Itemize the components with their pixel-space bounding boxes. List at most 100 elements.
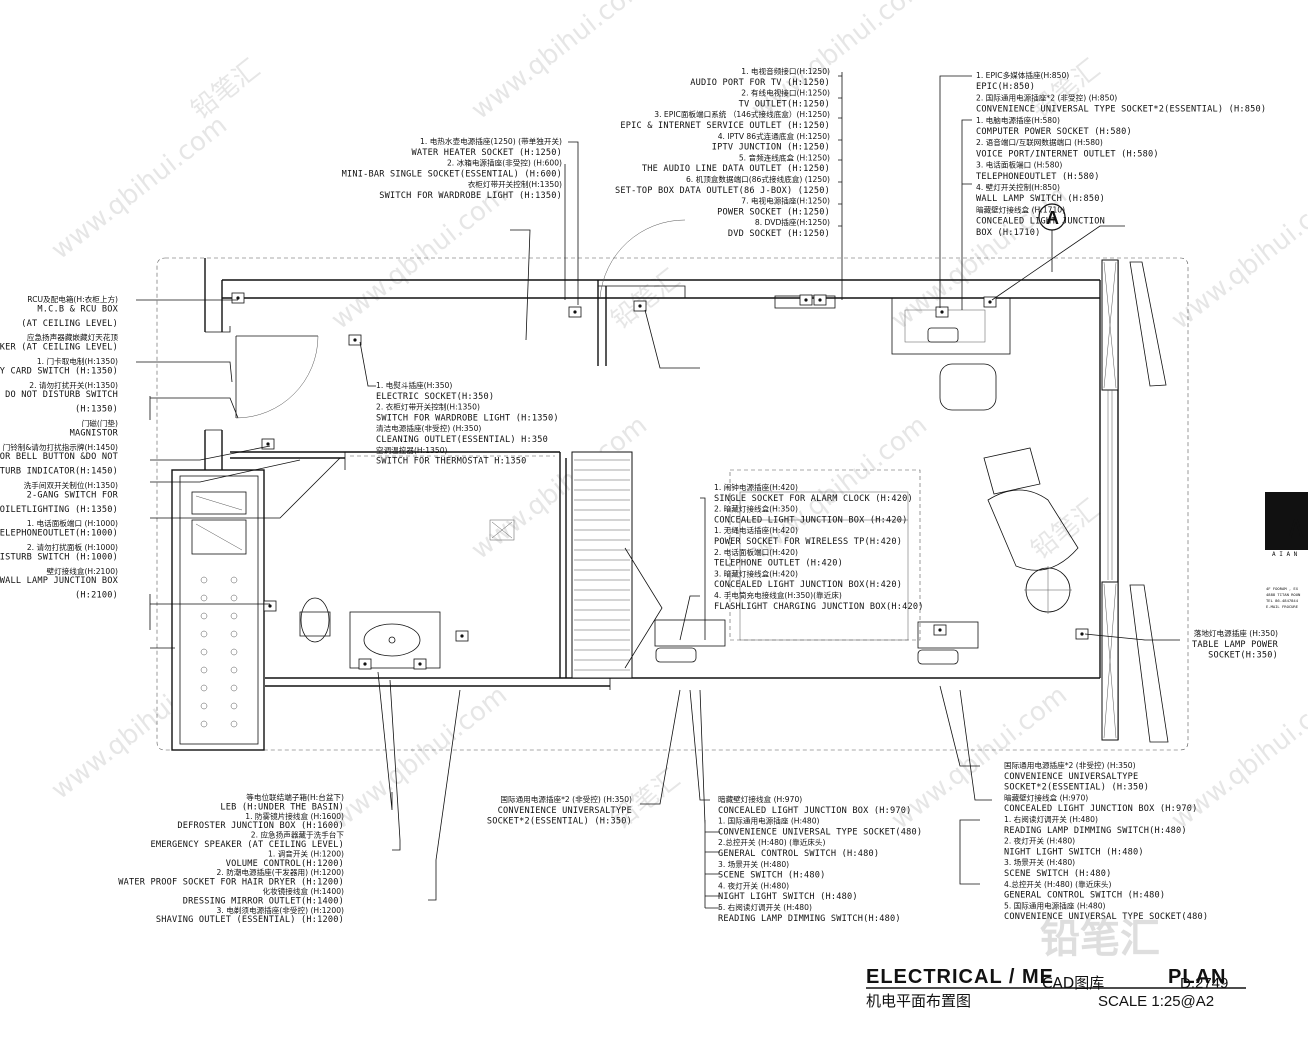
labels-bottom-right-en-1: SOCKET*2(ESSENTIAL) (H:350) bbox=[1004, 783, 1149, 793]
labels-left-en-9: 2-GANG SWITCH FOR bbox=[27, 490, 119, 500]
labels-top-group: 1. 电视音频接口(H:1250)AUDIO PORT FOR TV (H:12… bbox=[615, 66, 830, 239]
labels-bottom-left-en-3: VOLUME CONTROL(H:1200) bbox=[226, 859, 344, 869]
labels-left-cn-7: 门铃制&请勿打扰指示牌(H:1450) bbox=[3, 442, 118, 452]
bedside-panel-right bbox=[917, 649, 959, 665]
labels-left-cn-4: 2. 请勿打扰开关(H:1350) bbox=[29, 380, 118, 390]
tile-marker bbox=[230, 630, 238, 638]
labels-top-right-cn-0: 1. EPIC多媒体插座(H:850) bbox=[976, 70, 1069, 80]
labels-top-mid-en-2: SWITCH FOR WARDROBE LIGHT (H:1350) bbox=[379, 191, 562, 201]
outlet-dot bbox=[460, 634, 464, 638]
labels-bottom-mid-cn-1: 1. 国际通用电源插座 (H:480) bbox=[718, 816, 820, 826]
labels-bottom-mid-cn-3: 3. 场景开关 (H:480) bbox=[718, 859, 789, 869]
labels-bottom-right-cn-6: 4.总控开关 (H:480) (靠近床头) bbox=[1004, 879, 1111, 889]
labels-top-en-1: TV OUTLET(H:1250) bbox=[739, 99, 830, 109]
labels-left-en-4: DO NOT DISTURB SWITCH bbox=[5, 390, 118, 400]
tile-marker bbox=[200, 666, 208, 674]
labels-bottom-mid-en-1: CONVENIENCE UNIVERSAL TYPE SOCKET(480) bbox=[718, 827, 922, 837]
labels-bed-en-4: CONCEALED LIGHT JUNCTION BOX(H:420) bbox=[714, 580, 902, 590]
labels-bottom-left-en-0: LEB (H:UNDER THE BASIN) bbox=[220, 802, 344, 812]
outlet-dot bbox=[266, 442, 270, 446]
tile-marker bbox=[230, 576, 238, 584]
tile-marker bbox=[230, 684, 238, 692]
labels-left-en-5: (H:1350) bbox=[75, 405, 118, 415]
labels-right-en-0: TABLE LAMP POWER bbox=[1192, 640, 1279, 650]
labels-bottom-left-cn-5: 化妆镜接线盒 (H:1400) bbox=[263, 886, 345, 896]
labels-left-en-0: M.C.B & RCU BOX bbox=[37, 304, 118, 314]
labels-left-cn-13: 壁灯接线盒(H:2100) bbox=[47, 566, 119, 576]
labels-center-en-2: CLEANING OUTLET(ESSENTIAL) H:350 bbox=[376, 435, 548, 445]
labels-top-right-en-0: EPIC(H:850) bbox=[976, 82, 1035, 92]
labels-top-right-cn-5: 4. 壁灯开关控制(H:850) bbox=[976, 182, 1060, 192]
labels-bottom-center-en-0: CONVENIENCE UNIVERSALTYPE bbox=[498, 806, 632, 816]
labels-left-en-8: DISTURB INDICATOR(H:1450) bbox=[0, 467, 118, 477]
labels-center-cn-2: 清洁电源插座(非受控) (H:350) bbox=[376, 423, 481, 433]
labels-bottom-right-en-7: CONVENIENCE UNIVERSAL TYPE SOCKET(480) bbox=[1004, 912, 1208, 922]
labels-bottom-left-cn-4: 2. 防潮电源插座(干发器用) (H:1200) bbox=[217, 867, 344, 877]
labels-center-cn-3: 空调温控器(H:1350) bbox=[376, 445, 448, 455]
labels-left-cn-9: 洗手间双开关制位(H:1350) bbox=[24, 480, 118, 490]
labels-bottom-left-cn-3: 1. 调音开关 (H:1200) bbox=[268, 848, 344, 858]
outlet-dot bbox=[638, 304, 642, 308]
labels-bed-en-1: CONCEALED LIGHT JUNCTION BOX (H:420) bbox=[714, 515, 907, 525]
drawing-number: D.2749 bbox=[1180, 975, 1228, 992]
labels-bed-en-5: FLASHLIGHT CHARGING JUNCTION BOX(H:420) bbox=[714, 602, 924, 612]
tile-marker bbox=[200, 612, 208, 620]
labels-top-cn-2: 3. EPIC面板端口系统 （146式接线底盒）(H:1250) bbox=[654, 109, 830, 119]
labels-bed-group: 1. 闹钟电源插座(H:420)SINGLE SOCKET FOR ALARM … bbox=[714, 482, 924, 612]
labels-center-cn-0: 1. 电熨斗插座(H:350) bbox=[376, 380, 452, 390]
tile-marker bbox=[230, 594, 238, 602]
right-title-panel: A A I A N 4F FOORAM , EX 4888 TITAN ROUN… bbox=[1265, 492, 1308, 609]
brand-logo-watermark: 铅笔汇 bbox=[1040, 916, 1160, 962]
labels-left-cn-3: 1. 门卡取电制(H:1350) bbox=[37, 356, 118, 366]
labels-bottom-right-cn-5: 3. 场景开关 (H:480) bbox=[1004, 857, 1075, 867]
labels-bed-cn-1: 2. 暗藏灯接线盒(H:350) bbox=[714, 504, 798, 514]
leader-lines bbox=[136, 72, 1180, 909]
desk-panel bbox=[927, 327, 959, 343]
labels-bottom-left-en-1: DEFROSTER JUNCTION BOX (H:1600) bbox=[177, 821, 344, 831]
labels-bed-cn-0: 1. 闹钟电源插座(H:420) bbox=[714, 482, 798, 492]
labels-top-cn-3: 4. IPTV 86式连通底盒 (H:1250) bbox=[718, 131, 830, 141]
labels-bed-en-2: POWER SOCKET FOR WIRELESS TP(H:420) bbox=[714, 537, 902, 547]
outlet-dot bbox=[818, 298, 822, 302]
outlet-dot bbox=[940, 310, 944, 314]
panel-line-3: TEL 86-4847844 bbox=[1266, 598, 1299, 603]
labels-top-en-4: THE AUDIO LINE DATA OUTLET (H:1250) bbox=[642, 164, 830, 174]
labels-bottom-center-en-1: SOCKET*2(ESSENTIAL) (H:350) bbox=[487, 817, 632, 827]
tile-marker bbox=[200, 576, 208, 584]
labels-bottom-left-en-2: EMERGENCY SPEAKER (AT CEILING LEVEL) bbox=[151, 840, 344, 850]
bedside-panel-left bbox=[655, 647, 697, 663]
outlet-dot bbox=[353, 338, 357, 342]
labels-bottom-left-cn-1: 1. 防雾镜片接线盒 (H:1600) bbox=[245, 811, 344, 821]
labels-center-group: 1. 电熨斗插座(H:350)ELECTRIC SOCKET(H:350)2. … bbox=[376, 380, 559, 467]
labels-left-cn-2: 应急扬声器藏嵌藏灯天花顶 bbox=[27, 332, 119, 342]
labels-right-en-1: SOCKET(H:350) bbox=[1208, 651, 1278, 661]
labels-top-right-cn-1: 2. 国际通用电源插座*2 (非受控) (H:850) bbox=[976, 92, 1117, 102]
labels-top-mid-group: 1. 电热水壶电源插座(1250) (带单独开关)WATER HEATER SO… bbox=[342, 136, 562, 201]
labels-bottom-mid-en-5: READING LAMP DIMMING SWITCH(H:480) bbox=[718, 914, 901, 924]
labels-bottom-mid-en-0: CONCEALED LIGHT JUNCTION BOX (H:970) bbox=[718, 806, 911, 816]
labels-bed-cn-3: 2. 电话面板端口(H:420) bbox=[714, 547, 798, 557]
labels-bottom-left-cn-0: 等电位联结端子箱(H:台盆下) bbox=[246, 792, 344, 802]
labels-bottom-right-en-4: NIGHT LIGHT SWITCH (H:480) bbox=[1004, 847, 1144, 857]
outlet-dot bbox=[804, 298, 808, 302]
labels-left-group: RCU及配电箱(H:衣柜上方)M.C.B & RCU BOX(AT CEILIN… bbox=[0, 294, 119, 601]
labels-bottom-right-cn-2: 暗藏壁灯接线盒 (H:970) bbox=[1004, 792, 1088, 802]
labels-bottom-mid-en-3: SCENE SWITCH (H:480) bbox=[718, 871, 825, 881]
labels-top-en-6: POWER SOCKET (H:1250) bbox=[717, 207, 830, 217]
tile-marker bbox=[200, 702, 208, 710]
labels-top-right-en-3: VOICE PORT/INTERNET OUTLET (H:580) bbox=[976, 149, 1159, 159]
tile-marker bbox=[230, 702, 238, 710]
labels-left-cn-12: 2. 请勿打扰面板 (H:1000) bbox=[27, 542, 118, 552]
labels-top-en-7: DVD SOCKET (H:1250) bbox=[728, 229, 830, 239]
labels-left-en-12: DO NOT DISTURB SWITCH (H:1000) bbox=[0, 552, 118, 562]
labels-bottom-mid-group: 暗藏壁灯接线盒 (H:970)CONCEALED LIGHT JUNCTION … bbox=[718, 794, 922, 924]
outlet-dot bbox=[988, 300, 992, 304]
building-outline: A bbox=[156, 203, 1189, 751]
labels-top-right-en-1: CONVENIENCE UNIVERSAL TYPE SOCKET*2(ESSE… bbox=[976, 105, 1266, 115]
drawing-title: ELECTRICAL / ME bbox=[866, 966, 1054, 988]
labels-left-cn-11: 1. 电话面板端口 (H:1000) bbox=[27, 518, 118, 528]
drawing-title-tail: PLAN bbox=[1168, 966, 1226, 988]
labels-top-right-cn-4: 3. 电话面板端口 (H:580) bbox=[976, 160, 1062, 170]
labels-bottom-right-cn-4: 2. 夜灯开关 (H:480) bbox=[1004, 836, 1075, 846]
labels-top-cn-4: 5. 音频连线底盒 (H:1250) bbox=[739, 152, 830, 162]
